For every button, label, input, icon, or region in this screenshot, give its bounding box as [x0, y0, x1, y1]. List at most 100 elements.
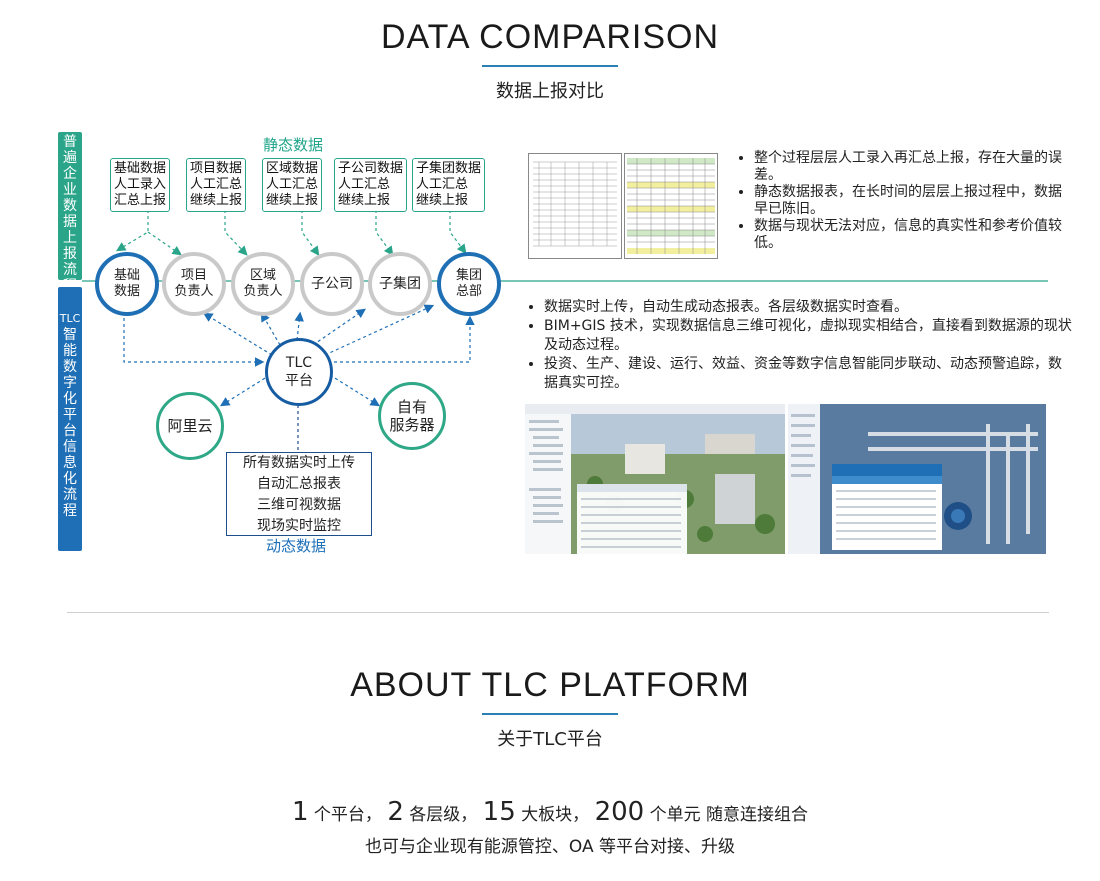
vertical-label-char: 信	[63, 439, 77, 455]
report-box-line: 继续上报	[266, 193, 319, 208]
section-subtitle: 数据上报对比	[496, 81, 604, 102]
static-issues-list: 整个过程层层人工录入再汇总上报，存在大量的误差。 静态数据报表，在长时间的层层上…	[736, 150, 1066, 252]
report-box-line: 子集团数据	[416, 161, 482, 176]
node-label: 基础	[113, 268, 140, 283]
report-box-line: 人工汇总	[338, 177, 391, 192]
node-aliyun: 阿里云	[156, 392, 224, 460]
vertical-label-char: 数	[63, 198, 77, 214]
list-item: 数据与现状无法对应，信息的真实性和参考价值较低。	[754, 218, 1066, 252]
section-subtitle: 关于TLC平台	[497, 729, 603, 750]
node-subgroup: 子集团	[368, 252, 432, 316]
vertical-label-char: 数	[63, 359, 77, 375]
node-label: 负责人	[174, 284, 214, 299]
spreadsheet-image	[533, 161, 617, 247]
stat-number: 1	[291, 797, 309, 827]
title-underline	[482, 65, 618, 67]
section-title: ABOUT TLC PLATFORM	[350, 666, 750, 704]
node-group-hq: 集团 总部	[437, 252, 501, 316]
dynamic-feature: 自动汇总报表	[257, 476, 341, 492]
node-label: 子公司	[311, 276, 353, 292]
gis-platform-screenshot	[525, 404, 785, 554]
list-item: 数据实时上传，自动生成动态报表。各层级数据实时查看。	[544, 298, 1074, 317]
node-label: 区域	[249, 268, 276, 283]
report-box-line: 汇总上报	[114, 193, 167, 208]
dynamic-features-box: 所有数据实时上传 自动汇总报表 三维可视数据 现场实时监控	[226, 452, 372, 536]
vertical-label-char: 化	[63, 391, 77, 407]
report-box-line: 基础数据	[114, 161, 167, 176]
platform-integration-note: 也可与企业现有能源管控、OA 等平台对接、升级	[364, 837, 736, 857]
dynamic-data-label: 动态数据	[266, 537, 327, 555]
dynamic-feature: 三维可视数据	[257, 497, 341, 513]
report-box-line: 人工汇总	[190, 177, 243, 192]
stat-number: 200	[594, 797, 645, 827]
report-box-line: 项目数据	[190, 161, 243, 176]
vertical-label-char: 智	[63, 327, 77, 343]
vertical-label-char: 据	[63, 214, 77, 230]
vertical-label-char: 字	[63, 375, 77, 391]
spreadsheet-image	[627, 158, 715, 254]
report-box-project: 项目数据 人工汇总 继续上报	[186, 158, 247, 212]
list-item: 投资、生产、建设、运行、效益、资金等数字信息智能同步联动、动态预警追踪，数据真实…	[544, 355, 1074, 393]
bim-3d-image	[788, 404, 1046, 554]
vertical-label-char: TLC	[59, 312, 81, 325]
vertical-label-char: 平	[63, 407, 77, 423]
vertical-label-char: 流	[63, 487, 77, 503]
node-region-lead: 区域 负责人	[231, 252, 295, 316]
stat-number: 2	[387, 797, 404, 827]
gis-3d-image	[525, 404, 785, 554]
node-tlc-platform: TLC 平台	[265, 338, 333, 406]
report-box-line: 区域数据	[266, 161, 319, 176]
vertical-label-char: 业	[63, 182, 77, 198]
node-label: 项目	[180, 268, 207, 283]
dynamic-feature: 现场实时监控	[257, 518, 341, 534]
static-report-image-1	[528, 153, 622, 259]
vertical-label-char: 企	[63, 166, 77, 182]
vertical-label-char: 程	[63, 503, 77, 519]
node-base-data: 基础 数据	[95, 252, 159, 316]
vertical-label-char: 能	[63, 343, 77, 359]
node-label: 数据	[113, 284, 140, 299]
node-label: 自有	[396, 398, 427, 416]
stat-text: 大板块，	[521, 805, 590, 825]
report-box-line: 人工汇总	[416, 177, 469, 192]
list-item: 静态数据报表，在长时间的层层上报过程中，数据早已陈旧。	[754, 184, 1066, 218]
report-box-base: 基础数据 人工录入 汇总上报	[110, 158, 171, 212]
list-item: BIM+GIS 技术，实现数据信息三维可视化，虚拟现实相结合，直接看到数据源的现…	[544, 317, 1074, 355]
report-box-line: 继续上报	[338, 193, 391, 208]
vertical-label-char: 流	[63, 262, 77, 278]
section-title: DATA COMPARISON	[380, 18, 720, 56]
bim-platform-screenshot	[788, 404, 1046, 554]
platform-stats: 1 个平台， 2 各层级， 15 大板块， 200 个单元 随意连接组合	[0, 797, 1100, 827]
stat-text: 个单元 随意连接组合	[649, 805, 809, 825]
static-report-image-2	[624, 153, 718, 259]
stat-text: 各层级，	[409, 805, 478, 825]
report-box-region: 区域数据 人工汇总 继续上报	[262, 158, 323, 212]
report-box-line: 子公司数据	[338, 161, 404, 176]
vertical-label-char: 息	[63, 455, 77, 471]
report-box-line: 人工汇总	[266, 177, 319, 192]
vertical-label-char: 台	[63, 423, 77, 439]
node-label: 服务器	[389, 416, 435, 434]
list-item: 整个过程层层人工录入再汇总上报，存在大量的误差。	[754, 150, 1066, 184]
node-label: 集团	[455, 268, 482, 283]
node-label: 阿里云	[167, 417, 213, 435]
node-label: 总部	[455, 284, 482, 299]
node-own-server: 自有 服务器	[378, 382, 446, 450]
node-label: 平台	[285, 373, 313, 389]
stat-number: 15	[482, 797, 516, 827]
node-subsidiary: 子公司	[300, 252, 364, 316]
report-box-line: 继续上报	[190, 193, 243, 208]
vertical-label-char: 报	[63, 246, 77, 262]
node-project-lead: 项目 负责人	[162, 252, 226, 316]
stat-text: 个平台，	[313, 805, 382, 825]
report-box-line: 继续上报	[416, 193, 469, 208]
dynamic-feature: 所有数据实时上传	[243, 455, 355, 471]
report-box-line: 人工录入	[114, 177, 167, 192]
report-box-subsidiary: 子公司数据 人工汇总 继续上报	[334, 158, 408, 212]
static-data-label: 静态数据	[263, 136, 324, 154]
vertical-label-char: 遍	[63, 150, 77, 166]
vertical-label-char: 化	[63, 471, 77, 487]
report-box-subgroup: 子集团数据 人工汇总 继续上报	[412, 158, 486, 212]
node-label: 子集团	[379, 276, 421, 292]
